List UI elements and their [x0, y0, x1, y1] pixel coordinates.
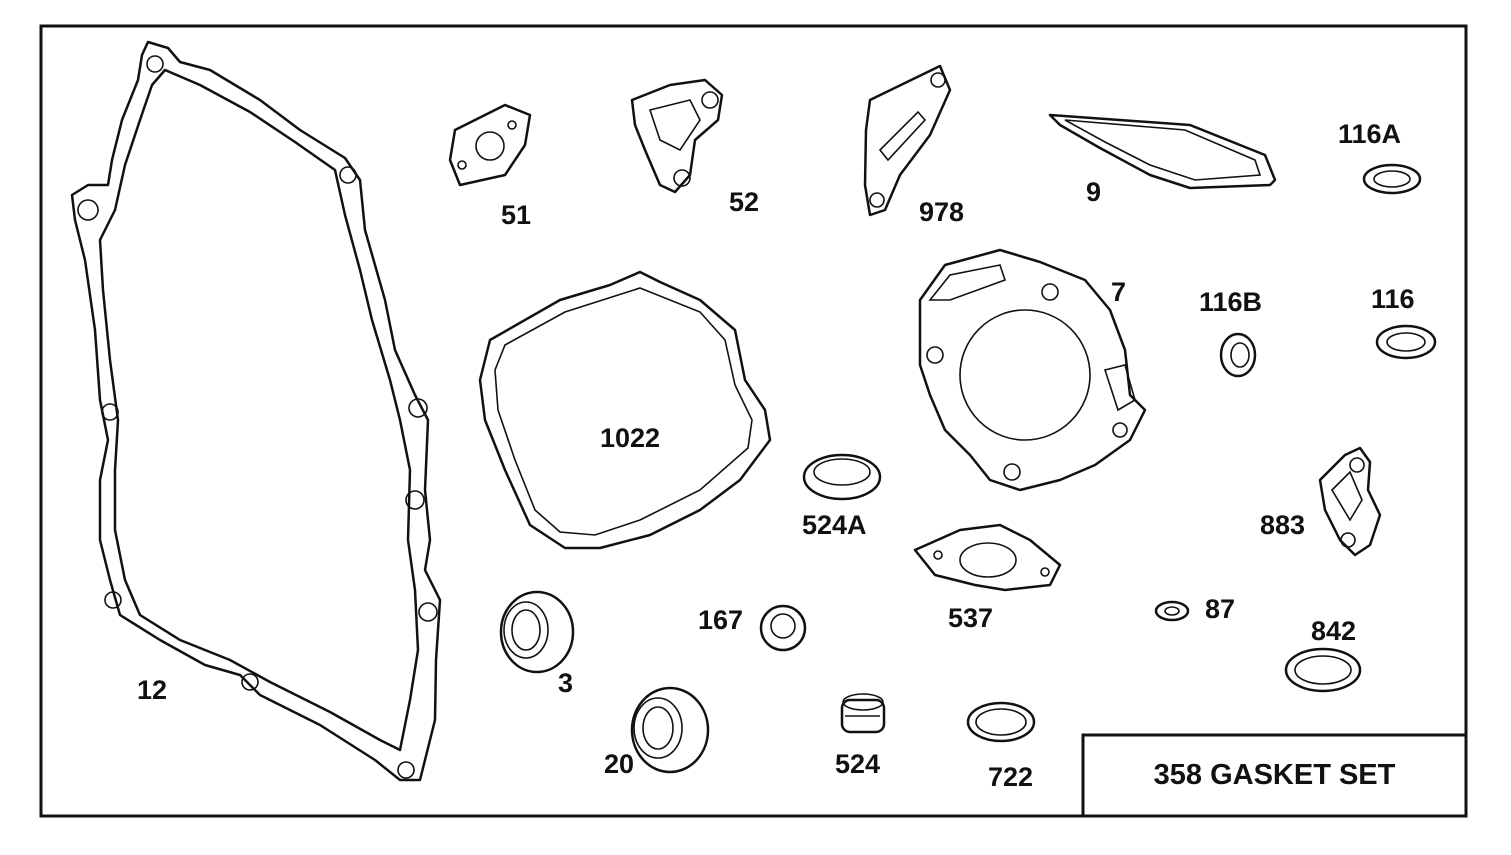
- part-52-gasket: [630, 78, 724, 194]
- label-524A: 524A: [802, 510, 867, 540]
- part-87-washer: [1154, 600, 1190, 622]
- part-883-gasket: [1318, 446, 1382, 557]
- label-52: 52: [729, 187, 760, 217]
- label-537: 537: [948, 603, 994, 633]
- part-3-oil-seal: [499, 590, 575, 674]
- part-524-plug: [840, 693, 886, 734]
- label-116B: 116B: [1199, 287, 1263, 317]
- part-1022-gasket: [478, 270, 772, 550]
- part-20-oil-seal: [630, 686, 710, 774]
- part-524A-seal: [802, 453, 882, 501]
- part-722-ring: [966, 701, 1036, 743]
- part-167-seal: [759, 604, 807, 652]
- label-20: 20: [604, 749, 635, 779]
- label-87: 87: [1205, 594, 1236, 624]
- label-1022: 1022: [600, 423, 661, 453]
- label-9: 9: [1086, 177, 1102, 207]
- label-883: 883: [1260, 510, 1306, 540]
- part-537-gasket: [913, 523, 1062, 592]
- gasket-set-title: 358 GASKET SET: [1153, 759, 1396, 791]
- label-978: 978: [919, 197, 965, 227]
- part-842-ring: [1284, 647, 1362, 693]
- label-12: 12: [137, 675, 168, 705]
- part-116B-seal: [1219, 332, 1257, 378]
- part-12-crankcase-gasket: [70, 40, 442, 782]
- part-9-gasket: [1048, 113, 1277, 190]
- label-3: 3: [558, 668, 574, 698]
- label-51: 51: [501, 200, 532, 230]
- diagram-border: [39, 24, 1468, 818]
- label-722: 722: [988, 762, 1034, 792]
- label-524: 524: [835, 749, 881, 779]
- title-box: [1081, 733, 1468, 818]
- label-116A: 116A: [1338, 119, 1402, 149]
- part-51-gasket: [448, 103, 532, 187]
- label-842: 842: [1311, 616, 1357, 646]
- part-116-ring: [1375, 324, 1437, 360]
- label-167: 167: [698, 605, 744, 635]
- part-7-head-gasket: [918, 248, 1147, 492]
- label-116: 116: [1371, 284, 1415, 314]
- part-116A-ring: [1362, 163, 1422, 195]
- label-7: 7: [1111, 277, 1127, 307]
- part-978-gasket: [863, 64, 952, 217]
